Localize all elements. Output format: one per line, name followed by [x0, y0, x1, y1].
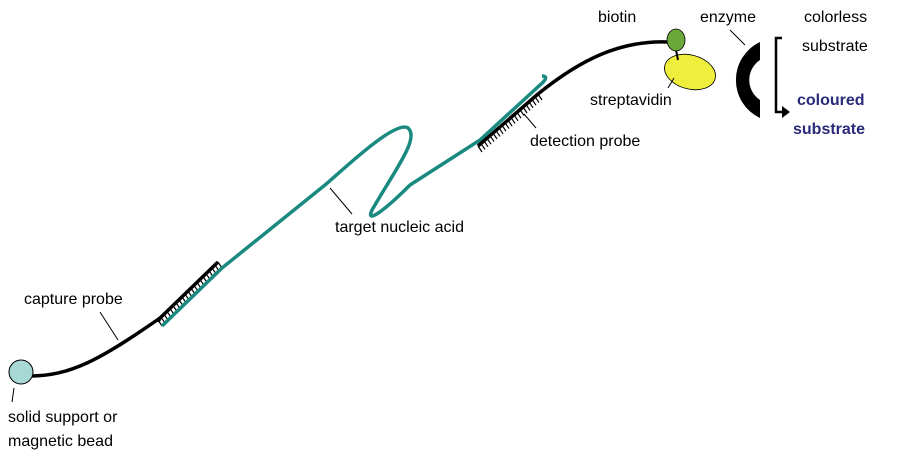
target-nucleic-acid-label: target nucleic acid	[335, 219, 464, 236]
support-leader	[11, 387, 15, 403]
base-pair-rung	[492, 132, 498, 140]
detection-probe-strand	[536, 40, 669, 96]
capture-probe-label: capture probe	[24, 291, 123, 308]
biotin-stem	[675, 49, 679, 61]
coloured-substrate-label-2: substrate	[793, 121, 865, 138]
streptavidin-leader	[667, 77, 675, 89]
base-pair-rung	[489, 135, 495, 142]
base-pair-rung	[516, 111, 522, 119]
base-pair-rung	[513, 114, 519, 122]
bead-icon	[8, 359, 34, 385]
base-pair-rung	[522, 106, 528, 114]
biotin-icon	[666, 28, 686, 52]
biotin-label: biotin	[598, 9, 636, 26]
base-pair-rung	[531, 98, 537, 106]
base-pair-rung	[534, 96, 540, 103]
base-pair-rung	[495, 130, 501, 137]
base-pair-rung	[510, 117, 516, 124]
base-pair-rung	[477, 145, 483, 153]
capture-duplex-hatching	[157, 261, 223, 327]
detection-duplex-hatching	[477, 93, 543, 153]
base-pair-rung	[519, 109, 525, 116]
colorless-substrate-label-2: substrate	[802, 38, 868, 55]
base-pair-rung	[507, 119, 513, 127]
enzyme-label: enzyme	[700, 9, 756, 26]
target-strand	[160, 74, 548, 328]
base-pair-rung	[498, 127, 504, 135]
detection-probe-leader	[523, 113, 537, 129]
base-pair-rung	[483, 140, 489, 148]
base-pair-rung	[480, 143, 486, 150]
support-label-2: magnetic bead	[8, 433, 113, 450]
capture-probe-leader	[99, 311, 119, 341]
colorless-substrate-label-1: colorless	[804, 9, 867, 26]
base-pair-rung	[501, 124, 507, 132]
base-pair-rung	[504, 122, 510, 129]
streptavidin-icon	[664, 53, 716, 91]
streptavidin-label: streptavidin	[590, 92, 672, 109]
base-pair-rung	[486, 137, 492, 145]
enzyme-pointer	[729, 29, 746, 46]
reaction-arrow-icon	[782, 106, 790, 118]
base-pair-rung	[525, 104, 531, 111]
enzyme-icon	[735, 42, 760, 118]
capture-probe-strand	[29, 316, 162, 378]
base-pair-rung	[528, 101, 534, 109]
support-label-1: solid support or	[8, 409, 118, 426]
coloured-substrate-label-1: coloured	[797, 92, 865, 109]
target-leader	[329, 187, 353, 215]
base-pair-rung	[537, 93, 543, 101]
reaction-bracket-icon	[774, 36, 782, 114]
detection-probe-label: detection probe	[530, 133, 640, 150]
